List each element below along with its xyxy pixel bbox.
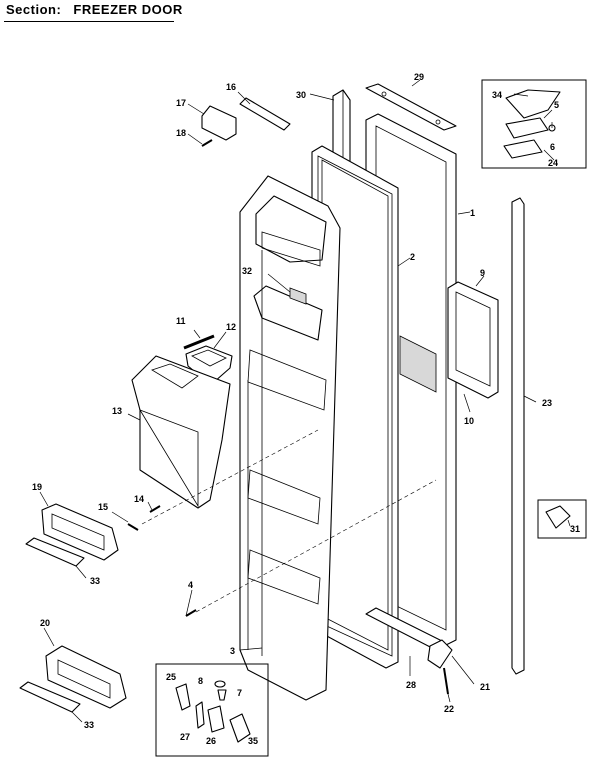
part-31-clip[interactable]: [545, 505, 571, 529]
inset-box-part-31: [537, 499, 587, 539]
part-35-pad[interactable]: [229, 713, 251, 743]
inset-box-dispenser-parts: [155, 663, 269, 757]
callout-34: 34: [492, 90, 502, 100]
callout-7: 7: [237, 688, 242, 698]
callout-13: 13: [112, 406, 122, 416]
part-24-shim[interactable]: [503, 139, 543, 159]
part-34-hinge-cover[interactable]: [505, 89, 561, 119]
callout-24: 24: [548, 158, 558, 168]
part-3-inner-door-liner[interactable]: [239, 175, 341, 701]
part-15-screw[interactable]: [127, 523, 139, 531]
callout-1: 1: [470, 208, 475, 218]
part-26-actuator[interactable]: [207, 705, 225, 733]
part-16-hinge-pin[interactable]: [239, 97, 291, 131]
callout-28: 28: [406, 680, 416, 690]
alignment-line: [141, 429, 319, 525]
alignment-line: [195, 479, 437, 613]
callout-4: 4: [188, 580, 193, 590]
part-19-drip-tray[interactable]: [41, 503, 119, 561]
callout-21: 21: [480, 682, 490, 692]
callout-6: 6: [550, 142, 555, 152]
part-4-screw[interactable]: [185, 609, 197, 617]
callout-labels: 1 2 3 4 5 6 7 8 9 10 11 12 13 14 15 16 1…: [32, 72, 580, 746]
section-title: FREEZER DOOR: [73, 2, 183, 17]
part-27-spring[interactable]: [195, 701, 205, 729]
callout-25: 25: [166, 672, 176, 682]
callout-17: 17: [176, 98, 186, 108]
callout-10: 10: [464, 416, 474, 426]
part-21-hinge-bracket[interactable]: [427, 639, 453, 669]
callout-33-upper: 33: [90, 576, 100, 586]
part-10-insulation-backing[interactable]: [399, 335, 437, 393]
part-33-tray-insert-lower[interactable]: [19, 681, 81, 713]
part-8-washer[interactable]: [214, 680, 226, 688]
callout-15: 15: [98, 502, 108, 512]
callout-35: 35: [248, 736, 258, 746]
callout-3: 3: [230, 646, 235, 656]
callout-32: 32: [242, 266, 252, 276]
part-11-rod[interactable]: [183, 334, 215, 350]
callout-33-lower: 33: [84, 720, 94, 730]
callout-2: 2: [410, 252, 415, 262]
inset-box-hinge-cover: [481, 79, 587, 169]
part-5-hinge-plate[interactable]: [505, 117, 549, 139]
callout-8: 8: [198, 676, 203, 686]
part-17-hinge-bracket[interactable]: [201, 105, 237, 141]
callout-11: 11: [176, 316, 186, 326]
callout-5: 5: [554, 100, 559, 110]
callout-30: 30: [296, 90, 306, 100]
header-underline: [4, 21, 174, 22]
part-29-top-strip[interactable]: [365, 83, 457, 131]
part-7-screw[interactable]: [217, 689, 227, 701]
callout-23: 23: [542, 398, 552, 408]
part-18-screw[interactable]: [201, 139, 213, 147]
part-20-tray[interactable]: [45, 645, 127, 709]
callout-27: 27: [180, 732, 190, 742]
callout-16: 16: [226, 82, 236, 92]
callout-20: 20: [40, 618, 50, 628]
callout-29: 29: [414, 72, 424, 82]
callout-19: 19: [32, 482, 42, 492]
callout-9: 9: [480, 268, 485, 278]
callout-14: 14: [134, 494, 144, 504]
callout-31: 31: [570, 524, 580, 534]
callout-12: 12: [226, 322, 236, 332]
part-23-right-trim[interactable]: [511, 197, 525, 675]
section-label: Section:: [6, 2, 62, 17]
leader-lines: [39, 79, 571, 723]
part-22-hinge-pin[interactable]: [443, 667, 449, 695]
part-14-screw[interactable]: [149, 505, 161, 513]
part-9-insulation-panel[interactable]: [447, 281, 499, 399]
part-25-lever[interactable]: [175, 683, 191, 711]
part-33-tray-insert-upper[interactable]: [25, 537, 85, 567]
callout-26: 26: [206, 736, 216, 746]
part-32-label-plate[interactable]: [289, 287, 307, 305]
callout-22: 22: [444, 704, 454, 714]
callout-18: 18: [176, 128, 186, 138]
part-13-dispenser-housing[interactable]: [131, 355, 231, 509]
section-header: Section: FREEZER DOOR: [6, 2, 183, 17]
